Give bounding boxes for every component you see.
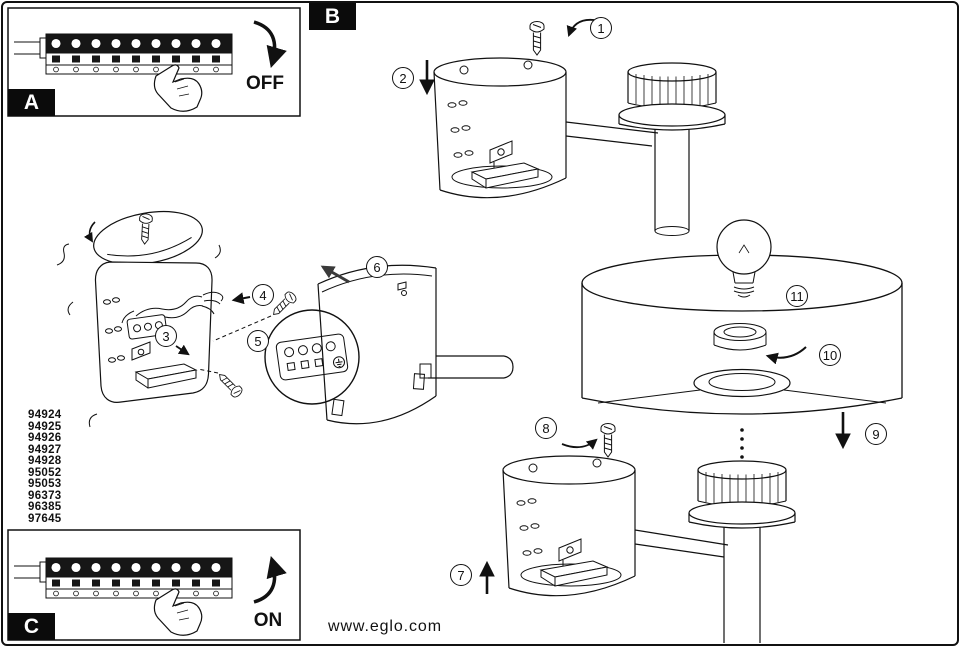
step-badge-5: 5 — [247, 330, 269, 352]
light-bulb — [716, 219, 772, 298]
model-number: 94925 — [28, 420, 62, 433]
fixing-screw — [214, 369, 245, 400]
mounting-disc — [83, 210, 203, 266]
lamp-rod — [654, 129, 690, 231]
squiggle-icon — [88, 413, 98, 428]
squiggle-icon — [56, 243, 70, 266]
mounting-screw-top — [529, 21, 545, 56]
section-label-c-text: C — [23, 614, 40, 638]
step-10-arrow — [765, 346, 807, 365]
lampshade-assembly — [581, 219, 903, 459]
power-off-diagram — [13, 20, 287, 112]
bottom-bracket-assembly — [479, 423, 796, 643]
step-4-arrow — [231, 292, 251, 305]
screw-guide-line — [212, 315, 272, 342]
step-1-arrow — [566, 18, 595, 38]
model-number: 97645 — [28, 512, 62, 525]
panel-a-box — [7, 7, 301, 117]
section-label-b-text: B — [324, 4, 341, 28]
power-on-diagram — [13, 555, 287, 636]
rotate-off-arrow — [253, 20, 287, 69]
wall-plate — [94, 261, 224, 403]
step-badge-7: 7 — [450, 564, 472, 586]
section-label-b: B — [309, 3, 356, 30]
rotate-on-arrow — [253, 555, 287, 604]
step-badge-3: 3 — [155, 325, 177, 347]
step-8-arrow — [561, 438, 598, 450]
threaded-socket-cup-top — [618, 62, 726, 131]
step-badge-1: 1 — [590, 17, 612, 39]
panel-c-box — [7, 529, 301, 641]
threaded-socket-cup-bottom — [688, 460, 796, 529]
exploded-wiring-view — [56, 210, 514, 428]
model-number: 94924 — [28, 409, 62, 421]
model-number: 96385 — [28, 501, 62, 513]
step-badge-6: 6 — [366, 256, 388, 278]
model-number: 94928 — [28, 455, 62, 467]
step-badge-11: 11 — [786, 285, 808, 307]
model-number: 94926 — [28, 432, 62, 444]
squiggle-icon — [214, 244, 221, 259]
lamp-rod — [723, 527, 761, 643]
section-label-a-text: A — [23, 90, 40, 114]
ground-symbol-icon — [332, 356, 345, 369]
model-number: 94927 — [28, 443, 62, 456]
model-number: 95052 — [28, 466, 62, 479]
arm-tube — [419, 355, 514, 379]
squiggle-icon — [67, 301, 74, 316]
mounting-screw-bottom — [600, 423, 616, 458]
off-label: OFF — [246, 73, 284, 94]
on-label: ON — [253, 610, 283, 631]
section-label-c: C — [8, 613, 55, 640]
step-badge-10: 10 — [819, 344, 841, 366]
model-number: 95053 — [28, 478, 62, 490]
model-number: 96373 — [28, 489, 62, 502]
lamp-arm — [634, 529, 729, 558]
step-badge-9: 9 — [865, 423, 887, 445]
section-label-a: A — [8, 89, 55, 116]
step-badge-2: 2 — [392, 67, 414, 89]
alignment-dots — [740, 428, 744, 459]
top-bracket-assembly — [419, 18, 726, 236]
step-badge-4: 4 — [252, 284, 274, 306]
socket-ring — [713, 323, 767, 351]
lamp-arm — [565, 121, 659, 147]
shade-ring — [693, 368, 791, 398]
screw-guide-line — [197, 368, 219, 374]
terminal-block-detail — [264, 309, 360, 405]
wall-bracket-top — [433, 57, 567, 199]
step-badge-8: 8 — [535, 417, 557, 439]
model-number-list: 94924 94925 94926 94927 94928 95052 9505… — [28, 409, 62, 525]
step-6-arrow — [320, 265, 350, 284]
step-3-arrow — [175, 344, 190, 356]
website-url: www.eglo.com — [328, 618, 442, 635]
wires — [135, 295, 203, 317]
wall-bracket-bottom — [502, 455, 636, 597]
